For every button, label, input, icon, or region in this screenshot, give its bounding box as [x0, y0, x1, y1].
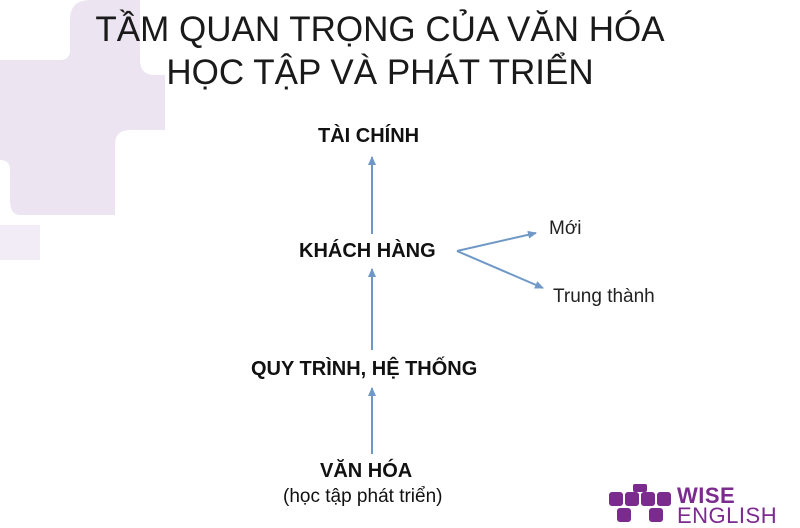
title-line-2: HỌC TẬP VÀ PHÁT TRIỂN: [166, 53, 594, 92]
page-title: TẦM QUAN TRỌNG CỦA VĂN HÓA HỌC TẬP VÀ PH…: [0, 8, 760, 94]
arrow-customer-to-new: [456, 230, 537, 252]
logo-word-wise: WISE: [677, 483, 736, 508]
node-finance: TÀI CHÍNH: [318, 125, 420, 147]
logo-word-english: ENGLISH: [677, 503, 778, 528]
node-customer: KHÁCH HÀNG: [299, 240, 436, 262]
logo-mark-icon: [609, 484, 671, 522]
deco-shape: [0, 225, 40, 260]
deco-shape: [0, 0, 165, 215]
branch-new: Mới: [549, 218, 582, 239]
title-line-1: TẦM QUAN TRỌNG CỦA VĂN HÓA: [95, 10, 665, 49]
arrow-customer-to-loyal: [456, 250, 544, 289]
node-process: QUY TRÌNH, HỆ THỐNG: [251, 358, 478, 380]
wise-english-logo: WISE ENGLISH: [609, 482, 800, 528]
branch-loyal: Trung thành: [553, 286, 655, 307]
node-culture-subtitle: (học tập phát triển): [283, 486, 443, 507]
node-culture: VĂN HÓA: [320, 460, 413, 482]
